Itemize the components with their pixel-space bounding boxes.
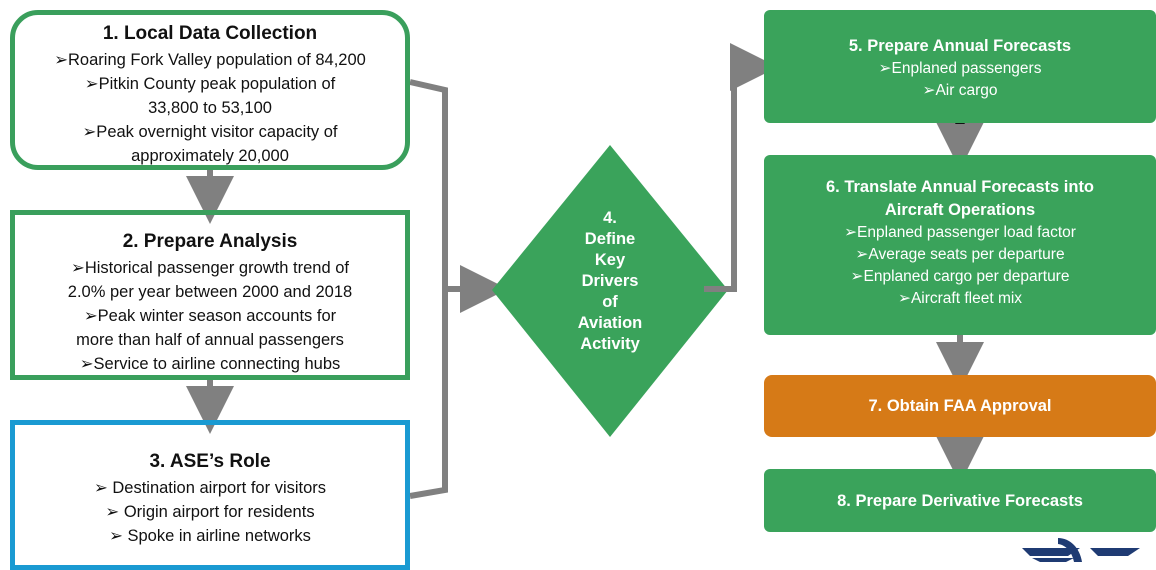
box1-line: ➢Pitkin County peak population of: [84, 75, 336, 93]
box6-line: ➢Average seats per departure: [855, 246, 1065, 263]
prepare-analysis-box: 2. Prepare Analysis ➢Historical passenge…: [10, 210, 410, 380]
box1-title: 1. Local Data Collection: [102, 23, 318, 44]
box5-line: ➢Enplaned passengers: [878, 60, 1042, 77]
prepare-annual-forecasts-box: 5. Prepare Annual Forecasts ➢Enplaned pa…: [764, 10, 1156, 123]
box5-line: ➢Air cargo: [922, 82, 998, 99]
diamond-line: 4.: [603, 209, 617, 227]
box1-line: ➢Peak overnight visitor capacity of: [82, 123, 338, 141]
diamond-line: of: [602, 293, 618, 311]
local-data-collection-box: 1. Local Data Collection ➢Roaring Fork V…: [10, 10, 410, 170]
box2-line: ➢Service to airline connecting hubs: [79, 355, 341, 373]
diamond-line: Aviation: [577, 314, 643, 332]
diamond-line: Define: [584, 230, 636, 248]
box1-line: 33,800 to 53,100: [148, 99, 272, 117]
box2-line: ➢Historical passenger growth trend of: [71, 259, 349, 277]
prepare-derivative-forecasts-box: 8. Prepare Derivative Forecasts: [764, 469, 1156, 532]
box3-title: 3. ASE’s Role: [149, 451, 271, 472]
box3-line: ➢ Origin airport for residents: [105, 503, 315, 521]
box2-line: more than half of annual passengers: [76, 331, 344, 349]
box6-line: ➢Enplaned passenger load factor: [844, 224, 1076, 241]
box3-line: ➢ Spoke in airline networks: [109, 527, 311, 545]
box1-line: ➢Roaring Fork Valley population of 84,20…: [54, 51, 366, 69]
diamond-line: Key: [594, 251, 626, 269]
box3-line: ➢ Destination airport for visitors: [93, 479, 327, 497]
translate-forecasts-box: 6. Translate Annual Forecasts into Aircr…: [764, 155, 1156, 335]
ase-role-box: 3. ASE’s Role ➢ Destination airport for …: [10, 420, 410, 570]
box2-line: 2.0% per year between 2000 and 2018: [67, 283, 353, 301]
faa-style-logo-icon: [1022, 538, 1140, 562]
box6-line: ➢Enplaned cargo per departure: [850, 268, 1070, 285]
define-key-drivers-diamond: [492, 145, 728, 437]
box6-title: 6. Translate Annual Forecasts into: [825, 178, 1095, 196]
box2-title: 2. Prepare Analysis: [122, 231, 298, 252]
define-key-drivers-label: 4. Define Key Drivers of Aviation Activi…: [560, 208, 660, 355]
box6-title: Aircraft Operations: [884, 201, 1036, 219]
box8-title: 8. Prepare Derivative Forecasts: [837, 492, 1083, 510]
box5-title: 5. Prepare Annual Forecasts: [848, 37, 1072, 55]
diamond-line: Activity: [580, 335, 640, 353]
box6-line: ➢Aircraft fleet mix: [897, 290, 1023, 307]
box2-line: ➢Peak winter season accounts for: [83, 307, 337, 325]
box1-line: approximately 20,000: [131, 147, 289, 165]
obtain-faa-approval-box: 7. Obtain FAA Approval: [764, 375, 1156, 437]
arrow-diamond-to-box5: [704, 43, 778, 292]
diamond-line: Drivers: [581, 272, 639, 290]
box7-title: 7. Obtain FAA Approval: [868, 397, 1052, 415]
bracket-connector: [409, 79, 448, 499]
